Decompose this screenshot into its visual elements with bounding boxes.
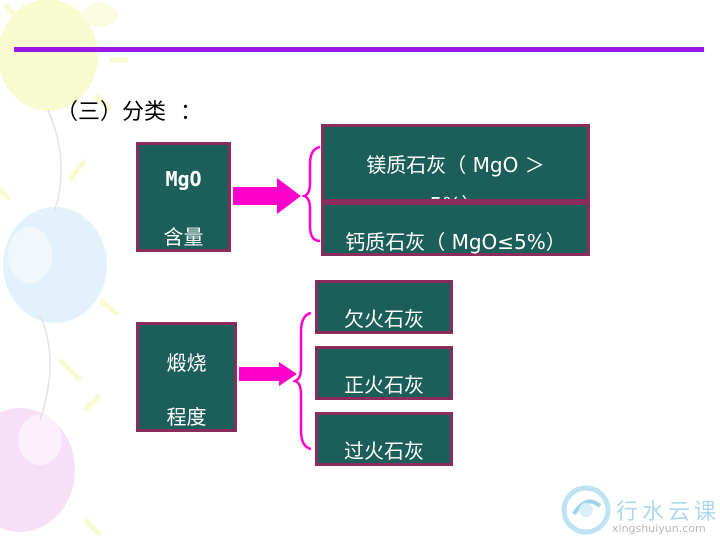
arrow-right-icon: [233, 178, 301, 214]
watermark-logo-icon: [561, 485, 611, 535]
calcium-lime-label: 钙质石灰（ MgO≤5%）: [345, 230, 566, 254]
watermark-url: xingshuiyun.com: [612, 522, 706, 535]
underburnt-lime-label: 欠火石灰: [344, 307, 424, 331]
top-rule: [14, 47, 704, 52]
content-label: 含量: [163, 225, 204, 249]
magnesian-lime-line2: 5%）: [324, 189, 587, 199]
brace-icon: [302, 145, 321, 243]
mgo-label: MgO: [165, 167, 202, 191]
calcium-lime-box: 钙质石灰（ MgO≤5%）: [321, 202, 590, 256]
overburnt-lime-label: 过火石灰: [344, 439, 424, 463]
calcination-label: 煅烧: [166, 351, 207, 375]
brace-icon: [293, 311, 312, 451]
magnesian-lime-line1: 镁质石灰（ MgO ＞: [324, 149, 587, 178]
overburnt-lime-box: 过火石灰: [315, 412, 453, 466]
degree-label: 程度: [166, 405, 207, 429]
magnesian-lime-label: 镁质石灰（ MgO ＞: [366, 153, 545, 177]
normal-lime-label: 正火石灰: [344, 373, 424, 397]
underburnt-lime-box: 欠火石灰: [315, 280, 453, 334]
magnesian-lime-box: 镁质石灰（ MgO ＞ 5%）: [321, 124, 590, 202]
calcination-degree-box: 煅烧 程度: [136, 322, 237, 432]
normal-lime-box: 正火石灰: [315, 346, 453, 400]
section-heading: （三）分类 ：: [56, 100, 202, 125]
watermark-name: 行水云课: [616, 500, 720, 525]
mgo-content-box: MgO 含量: [136, 142, 231, 252]
arrow-right-icon: [239, 362, 297, 386]
